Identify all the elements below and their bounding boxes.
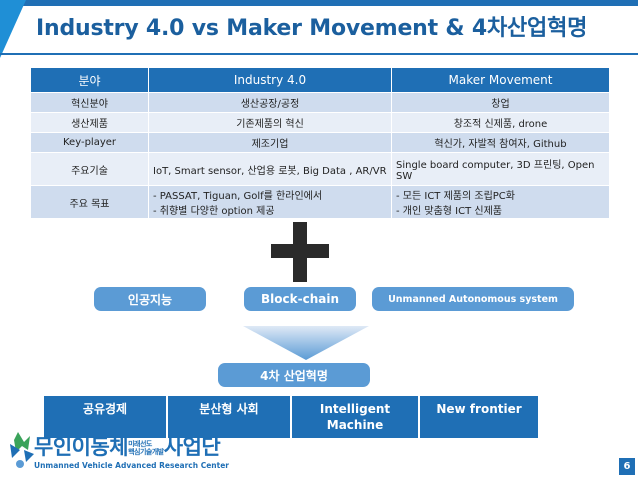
table-row: 혁신분야 생산공장/공정 창업 xyxy=(30,92,610,113)
maker-cell: 혁신가, 자발적 참여자, Github xyxy=(391,132,610,153)
goal-line: - 취향별 다양한 option 제공 xyxy=(153,206,275,217)
goal-line: - 개인 맞춤형 ICT 신제품 xyxy=(396,206,502,217)
industry-cell: 제조기업 xyxy=(148,132,392,153)
outcome-sharing-economy: 공유경제 xyxy=(44,396,166,438)
maker-cell: - 모든 ICT 제품의 조립PC화 - 개인 맞춤형 ICT 신제품 xyxy=(391,185,610,219)
row-label: 생산제품 xyxy=(30,112,149,133)
logo-emblem xyxy=(10,432,34,468)
table-row: Key-player 제조기업 혁신가, 자발적 참여자, Github xyxy=(30,132,610,153)
outcome-new-frontier: New frontier xyxy=(420,396,538,438)
logo-english: Unmanned Vehicle Advanced Research Cente… xyxy=(34,461,229,470)
tech-ai-pill: 인공지능 xyxy=(94,287,206,311)
result-pill: 4차 산업혁명 xyxy=(218,363,370,387)
top-accent-band xyxy=(0,0,638,6)
header-maker: Maker Movement xyxy=(391,67,610,93)
industry-cell: 기존제품의 혁신 xyxy=(148,112,392,133)
row-label: Key-player xyxy=(30,132,149,153)
tech-blockchain-pill: Block-chain xyxy=(244,287,356,311)
industry-cell: - PASSAT, Tiguan, Golf를 한라인에서 - 취향별 다양한 … xyxy=(148,185,392,219)
goal-line: - PASSAT, Tiguan, Golf를 한라인에서 xyxy=(153,191,323,202)
row-label: 혁신분야 xyxy=(30,92,149,113)
page-number: 6 xyxy=(619,458,635,475)
plus-icon-bar xyxy=(271,244,329,258)
maker-cell: Single board computer, 3D 프린팅, Open SW xyxy=(391,152,610,186)
outcome-intelligent-machine: Intelligent Machine xyxy=(292,396,418,438)
table-row: 주요기술 IoT, Smart sensor, 산업용 로봇, Big Data… xyxy=(30,152,610,186)
industry-cell: 생산공장/공정 xyxy=(148,92,392,113)
maker-cell: 창업 xyxy=(391,92,610,113)
row-label: 주요 목표 xyxy=(30,185,149,219)
header-field: 분야 xyxy=(30,67,149,93)
table-row: 주요 목표 - PASSAT, Tiguan, Golf를 한라인에서 - 취향… xyxy=(30,185,610,219)
table-header-row: 분야 Industry 4.0 Maker Movement xyxy=(30,67,610,93)
title-divider xyxy=(0,53,638,55)
comparison-table: 분야 Industry 4.0 Maker Movement 혁신분야 생산공장… xyxy=(30,67,610,219)
goal-line: - 모든 ICT 제품의 조립PC화 xyxy=(396,191,515,202)
slide-title: Industry 4.0 vs Maker Movement & 4차산업혁명 xyxy=(36,16,588,41)
row-label: 주요기술 xyxy=(30,152,149,186)
outcome-distributed-society: 분산형 사회 xyxy=(168,396,290,438)
tech-autonomous-pill: Unmanned Autonomous system xyxy=(372,287,574,311)
header-industry: Industry 4.0 xyxy=(148,67,392,93)
industry-cell: IoT, Smart sensor, 산업용 로봇, Big Data , AR… xyxy=(148,152,392,186)
corner-accent xyxy=(0,0,26,58)
table-row: 생산제품 기존제품의 혁신 창조적 신제품, drone xyxy=(30,112,610,133)
down-arrow-icon xyxy=(243,326,369,360)
maker-cell: 창조적 신제품, drone xyxy=(391,112,610,133)
